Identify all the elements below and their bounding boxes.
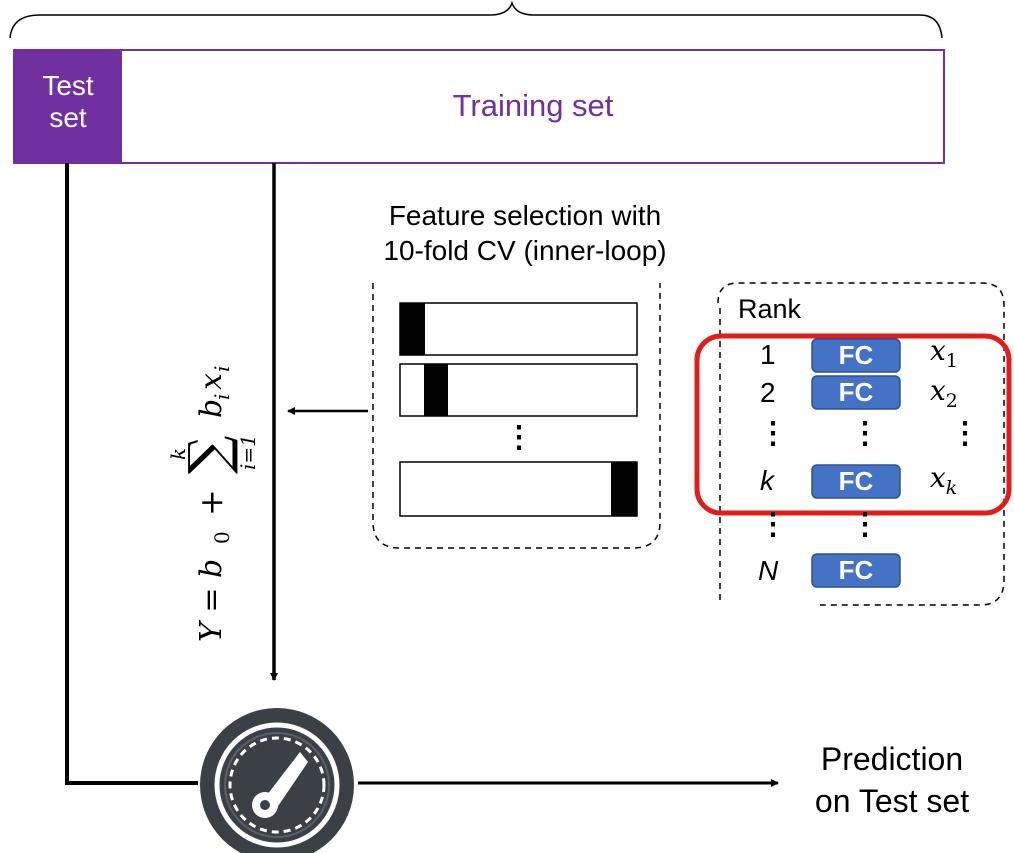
variable-ellipsis: ⋮ xyxy=(950,417,980,450)
formula-sigma: ∑ xyxy=(177,435,240,474)
prediction-label-line1: Prediction xyxy=(820,741,964,777)
formula-plus: + xyxy=(192,489,230,516)
test-set-block xyxy=(14,50,122,163)
badge-ellipsis: ⋮ xyxy=(850,417,880,450)
formula-term: b xyxy=(194,398,229,418)
feature-variable-sub: k xyxy=(945,477,958,499)
feature-bar xyxy=(399,461,638,517)
rank-ellipsis: ⋮ xyxy=(758,508,788,541)
fc-badge xyxy=(811,464,901,499)
inner-loop-title: Feature selection with 10-fold CV (inner… xyxy=(320,198,730,268)
rank-header: Rank xyxy=(738,294,802,324)
feature-bar-mark xyxy=(424,364,448,416)
fc-badge-label: FC xyxy=(838,555,874,585)
rank-number: N xyxy=(758,555,779,586)
inner-loop-title-line2: 10-fold CV (inner-loop) xyxy=(383,235,667,266)
feature-variable-sub: 2 xyxy=(945,390,958,412)
test-connector xyxy=(65,163,198,785)
feature-bar-mark xyxy=(400,303,425,355)
formula-b0-sub: 0 xyxy=(210,531,234,544)
fc-badge-label: FC xyxy=(838,466,874,496)
test-set-label: Test set xyxy=(14,70,122,134)
inner-loop-panel xyxy=(372,283,661,549)
rank-ellipsis: ⋮ xyxy=(758,417,788,450)
rank-panel xyxy=(717,282,1005,606)
gauge-icon xyxy=(200,708,354,853)
test-set-label-line2: set xyxy=(49,102,87,133)
prediction-label-line2: on Test set xyxy=(814,783,970,819)
top-brace xyxy=(9,0,943,39)
training-set-bar xyxy=(13,49,945,164)
prediction-label: Prediction on Test set xyxy=(782,738,1002,822)
feature-variable-x: x xyxy=(930,374,946,407)
rank-number: k xyxy=(760,465,774,496)
feature-variable-sub: 1 xyxy=(945,350,958,372)
badge-ellipsis: ⋮ xyxy=(850,508,880,541)
formula-term-sub: i xyxy=(210,393,234,400)
top-k-highlight xyxy=(694,333,1012,516)
feature-variable-x: x xyxy=(930,334,946,367)
fc-badge-label: FC xyxy=(838,340,874,370)
formula-var: x xyxy=(194,373,229,390)
formula-lower: i=1 xyxy=(236,434,260,470)
feature-variable: x2 xyxy=(930,374,958,412)
formula-lhs: Y = b xyxy=(194,558,229,642)
fc-badge xyxy=(811,375,901,410)
fc-badge-label: FC xyxy=(838,377,874,407)
inner-loop-title-line1: Feature selection with xyxy=(388,200,662,231)
feature-bars-ellipsis: ⋮ xyxy=(504,421,534,454)
training-set-label: Training set xyxy=(452,88,614,123)
rank-number: 1 xyxy=(760,339,776,370)
regression-formula: Y = b 0 + k ∑ i=1 b i x i xyxy=(166,262,260,642)
feature-variable: x1 xyxy=(930,334,958,372)
test-set-label-line1: Test xyxy=(42,70,94,101)
feature-variable: xk xyxy=(930,461,957,499)
fc-badge xyxy=(811,553,901,588)
fc-badge xyxy=(811,338,901,373)
formula-var-sub: i xyxy=(210,365,234,372)
feature-variable-x: x xyxy=(930,461,946,494)
feature-bar-mark xyxy=(611,462,637,516)
feature-bar xyxy=(399,302,638,356)
rank-number: 2 xyxy=(760,377,776,408)
